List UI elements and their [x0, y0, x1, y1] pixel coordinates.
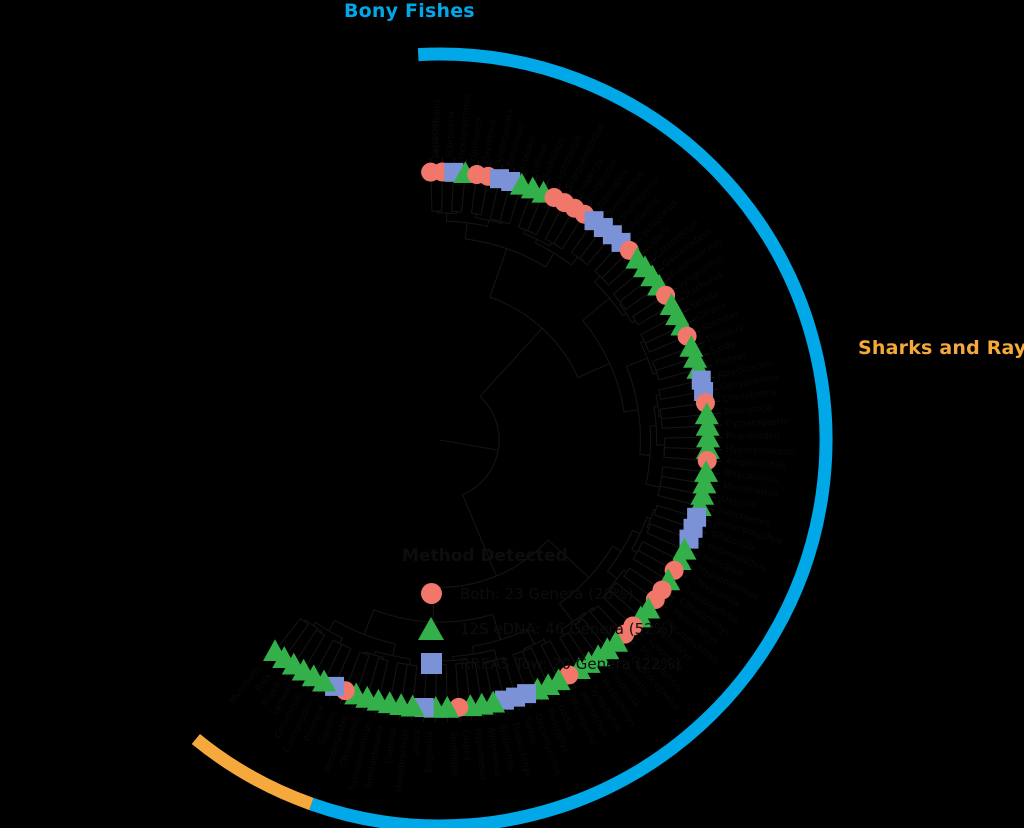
clade-label-sharks-and-rays: Sharks and Rays [858, 337, 1024, 359]
legend-marker-cell-edna [402, 617, 460, 640]
legend-title: Method Detected [402, 546, 568, 566]
tip-marker-triangle [301, 664, 326, 687]
legend: Method Detected Both: 23 Genera (26%) 12… [402, 546, 742, 681]
legend-item-edna: 12S eDNA: 46 Genera (52%) [402, 611, 742, 646]
legend-item-tow: RREAS Tow: 20 Genera (22%) [402, 646, 742, 681]
legend-item-both: Both: 23 Genera (26%) [402, 576, 742, 611]
tip-marker-circle [697, 451, 717, 471]
triangle-marker-icon [418, 617, 444, 640]
legend-label-both: Both: 23 Genera (26%) [460, 584, 634, 603]
tip-marker-circle [695, 393, 715, 413]
tip-marker-triangle [690, 482, 715, 505]
tip-marker-triangle [263, 639, 287, 662]
circle-marker-icon [420, 583, 442, 604]
clade-arcs [191, 47, 833, 828]
tip-marker-triangle [694, 402, 719, 425]
tip-marker-triangle [695, 413, 720, 436]
tip-marker-triangle [692, 471, 717, 494]
legend-marker-cell-both [402, 583, 460, 604]
tip-marker-triangle [344, 682, 369, 705]
legend-label-tow: RREAS Tow: 20 Genera (22%) [460, 654, 681, 673]
tip-marker-triangle [695, 425, 720, 448]
clade-label-bony-fishes: Bony Fishes [344, 0, 475, 22]
tip-marker-triangle [291, 658, 316, 681]
legend-marker-cell-tow [402, 653, 460, 674]
square-marker-icon [420, 653, 442, 674]
legend-label-edna: 12S eDNA: 46 Genera (52%) [460, 619, 674, 638]
tip-marker-triangle [694, 460, 719, 482]
tip-markers [263, 161, 720, 718]
